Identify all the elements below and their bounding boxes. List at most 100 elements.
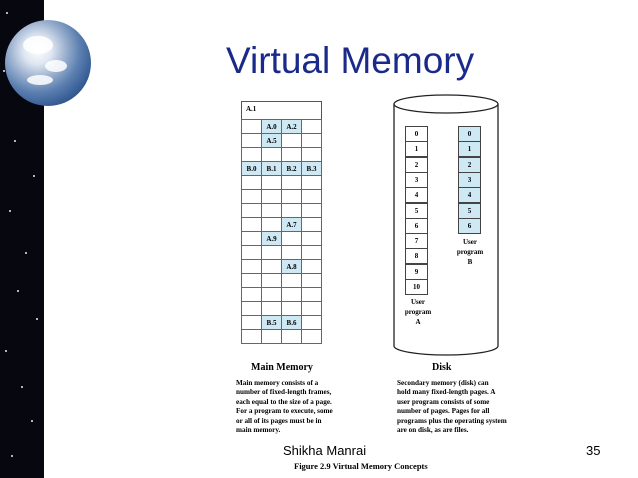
program-a-page-4: 4 [405,187,428,204]
memory-frame-row [241,301,322,316]
memory-frame-cell [301,119,322,134]
text-line: are on disk, as are files. [397,426,469,435]
memory-frame-cell [281,203,302,218]
memory-frame-cell [261,175,282,190]
memory-frame-cell [241,231,262,246]
memory-frame-cell [281,133,302,148]
text-line: User [411,298,425,306]
memory-frame-cell: A.8 [281,259,302,274]
memory-frame-cell [281,245,302,260]
memory-frame-cell [261,259,282,274]
memory-frame-cell: B.2 [281,161,302,176]
memory-frame-cell [301,231,322,246]
memory-frame-row [241,245,322,260]
program-a-page-7: 7 [405,233,428,250]
text-line: number of fixed-length frames, [236,388,332,397]
main-memory-top-frame: A.1 [241,101,322,120]
memory-frame-cell [241,189,262,204]
memory-frame-cell: A.0 [261,119,282,134]
disk-label: Disk [432,362,452,373]
memory-frame-cell: B.5 [261,315,282,330]
memory-frame-cell: A.5 [261,133,282,148]
memory-frame-cell [281,273,302,288]
memory-frame-cell [301,329,322,344]
text-line: each equal to the size of a page. [236,397,332,406]
memory-frame-cell: A.9 [261,231,282,246]
text-line: A [415,318,421,326]
text-line: hold many fixed-length pages. A [397,388,496,397]
memory-frame-cell [261,203,282,218]
memory-frame-cell: A.7 [281,217,302,232]
memory-frame-cell [261,301,282,316]
program-b-page-2: 2 [458,156,481,173]
program-b-page-4: 4 [458,187,481,204]
text-line: B [467,258,473,266]
memory-frame-cell [241,147,262,162]
memory-frame-cell [261,273,282,288]
main-memory-top-label: A.1 [246,105,257,113]
memory-frame-row [241,189,322,204]
memory-frame-row: A.8 [241,259,322,274]
memory-frame-cell [301,273,322,288]
figure-caption: Figure 2.9 Virtual Memory Concepts [294,461,428,471]
program-a-page-0: 0 [405,126,428,142]
program-a-page-6: 6 [405,217,428,234]
program-a-page-10: 10 [405,279,428,295]
memory-frame-cell [301,301,322,316]
text-line: user program consists of some [397,397,490,406]
author-name: Shikha Manrai [283,443,367,458]
memory-frame-cell [301,203,322,218]
memory-frame-cell [281,175,302,190]
memory-frame-cell [241,329,262,344]
program-a-page-2: 2 [405,156,428,173]
program-b-page-0: 0 [458,126,481,142]
memory-frame-cell [301,175,322,190]
text-line: programs plus the operating system [397,416,507,425]
memory-frame-cell [281,147,302,162]
memory-frame-cell [301,189,322,204]
memory-frame-row: A.5 [241,133,322,148]
memory-frame-cell [261,189,282,204]
slide-title: Virtual Memory [226,40,475,81]
memory-frame-cell: A.2 [281,119,302,134]
memory-frame-row: A.7 [241,217,322,232]
text-line: Secondary memory (disk) can [397,379,489,387]
memory-frame-row [241,147,322,162]
memory-frame-cell [301,259,322,274]
memory-frame-cell [301,217,322,232]
text-line: main memory. [236,426,281,435]
memory-frame-cell: B.3 [301,161,322,176]
memory-frame-cell [301,245,322,260]
memory-frame-cell [281,329,302,344]
memory-frame-cell: B.1 [261,161,282,176]
program-b-page-1: 1 [458,141,481,158]
text-line: Main memory consists of a [236,379,319,387]
memory-frame-cell [281,301,302,316]
memory-frame-row [241,273,322,288]
memory-frame-cell [241,301,262,316]
memory-frame-row [241,175,322,190]
memory-frame-cell [301,287,322,302]
memory-frame-row [241,287,322,302]
text-line: User [463,238,477,246]
program-b-page-5: 5 [458,202,481,219]
text-line: number of pages. Pages for all [397,407,490,416]
memory-frame-cell [241,175,262,190]
memory-frame-cell [281,231,302,246]
program-a-page-1: 1 [405,141,428,158]
memory-frame-cell [261,287,282,302]
memory-frame-cell [281,287,302,302]
memory-frame-row [241,203,322,218]
earth-globe-icon [5,20,91,106]
program-a-page-3: 3 [405,171,428,188]
main-memory-label: Main Memory [251,362,313,373]
memory-frame-cell [261,217,282,232]
memory-frame-row: A.9 [241,231,322,246]
memory-frame-cell [241,133,262,148]
